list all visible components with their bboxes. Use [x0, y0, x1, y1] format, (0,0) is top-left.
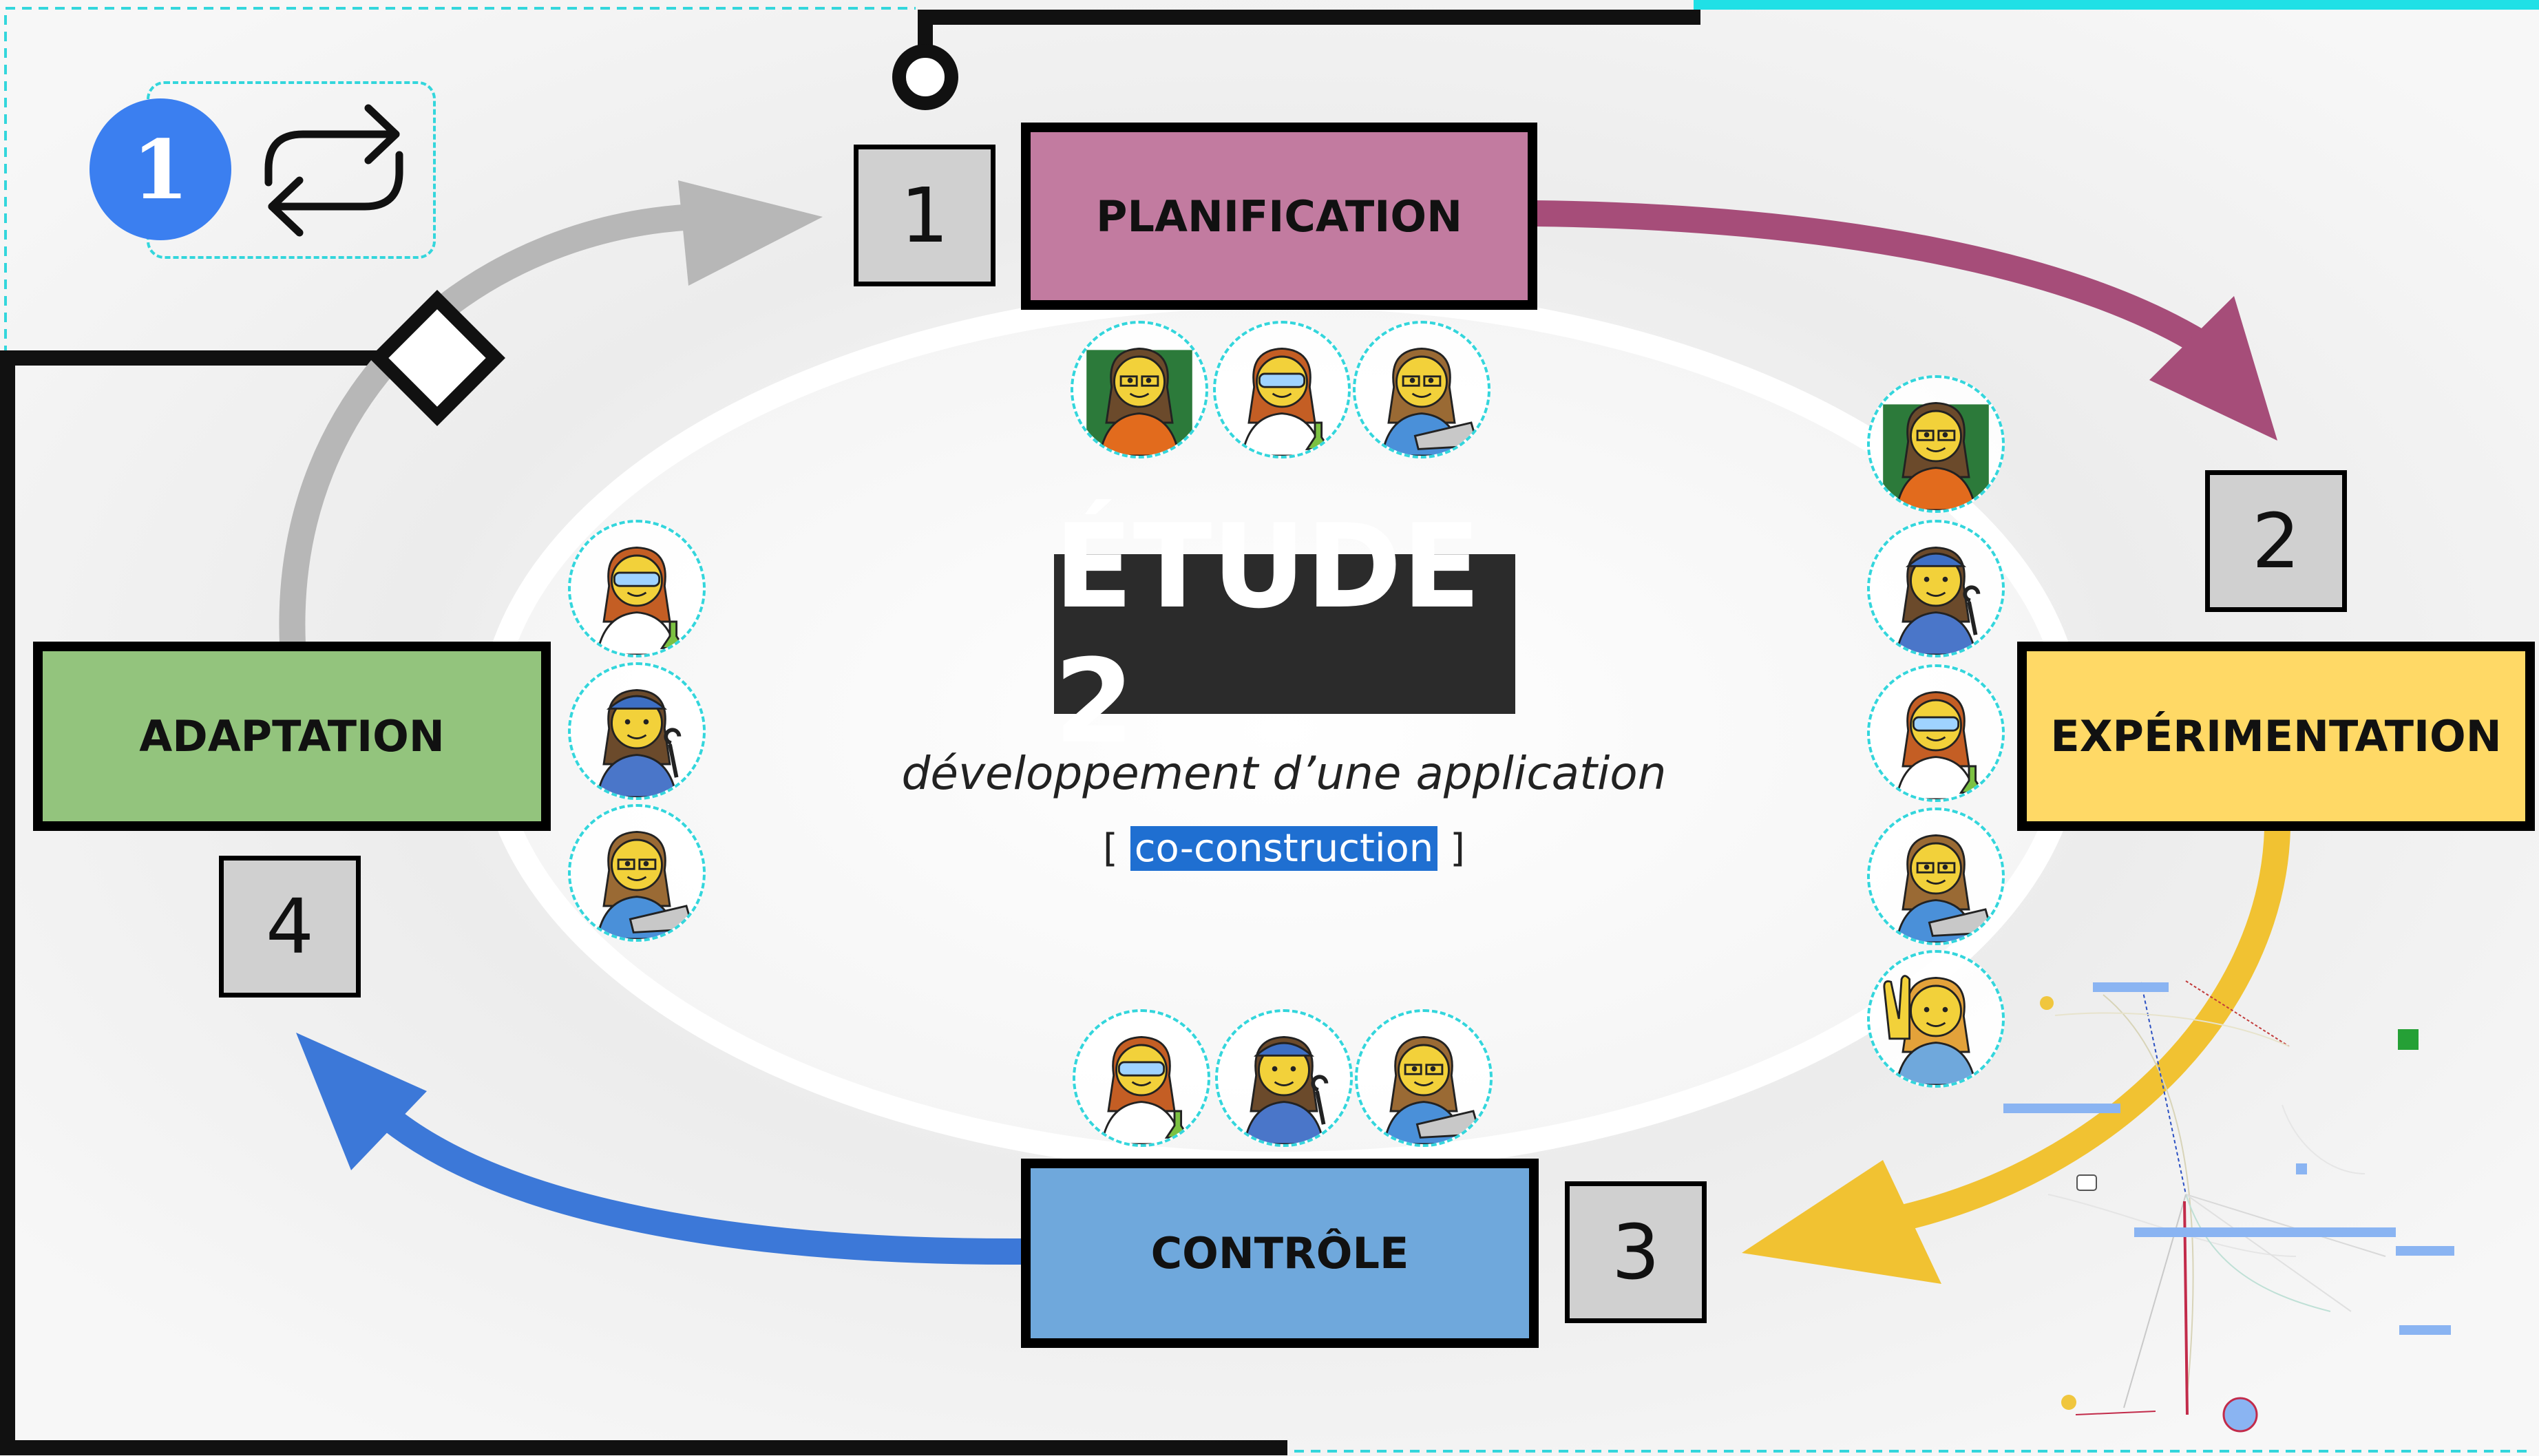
arrow-controle-to-adaptation — [372, 1102, 1039, 1265]
graph-node — [2396, 1246, 2454, 1256]
arrow-experimentation-to-controle — [1887, 816, 2290, 1232]
scientist-woman-icon — [568, 520, 706, 657]
teacher-woman-icon — [1071, 321, 1208, 458]
phase-label: EXPÉRIMENTATION — [2050, 711, 2502, 761]
step-number-badge: 1 — [89, 98, 231, 240]
phase-planification[interactable]: PLANIFICATION — [1021, 123, 1537, 310]
diamond-node-icon — [369, 290, 505, 426]
study-subtitle: développement d’une application — [901, 747, 1667, 800]
technologist-woman-icon — [1867, 808, 2005, 945]
scientist-woman-icon — [1213, 321, 1351, 458]
arrowhead-blue — [296, 1033, 427, 1170]
graph-node — [2093, 982, 2169, 992]
phase-label: PLANIFICATION — [1096, 191, 1462, 242]
phase-number-4: 4 — [219, 856, 361, 998]
phase-label: ADAPTATION — [139, 711, 445, 761]
technologist-woman-icon — [568, 804, 706, 942]
study-title: ÉTUDE 2 — [1054, 499, 1515, 769]
tagline-highlight: co-construction — [1130, 826, 1438, 871]
bracket-open: [ — [1103, 826, 1118, 871]
arrowhead-yellow — [1742, 1160, 1941, 1284]
interaction-graph-thumbnail — [2003, 980, 2454, 1433]
phase-controle[interactable]: CONTRÔLE — [1021, 1159, 1539, 1348]
repeat-arrows-icon — [264, 104, 403, 237]
graph-node — [2040, 996, 2054, 1010]
dashed-frame — [4, 7, 916, 355]
phase-adaptation[interactable]: ADAPTATION — [33, 642, 551, 831]
graph-node — [2003, 1104, 2120, 1113]
graph-node — [2222, 1397, 2258, 1433]
technologist-woman-icon — [1355, 1009, 1493, 1147]
technologist-woman-icon — [1353, 321, 1490, 458]
scientist-woman-icon — [1073, 1009, 1210, 1147]
phase-number-1: 1 — [854, 145, 995, 286]
study-tagline: [ co-construction ] — [1033, 826, 1535, 871]
teacher-woman-icon — [1867, 375, 2005, 513]
phase-number-3: 3 — [1565, 1181, 1707, 1323]
phase-number-2: 2 — [2205, 470, 2347, 612]
phase-experimentation[interactable]: EXPÉRIMENTATION — [2017, 642, 2535, 831]
graph-node — [2296, 1163, 2307, 1174]
arrowhead-gray — [678, 180, 823, 286]
graph-node — [2061, 1395, 2076, 1410]
circle-node-icon — [892, 44, 958, 110]
phase-label: CONTRÔLE — [1150, 1228, 1409, 1278]
mechanic-woman-icon — [1867, 520, 2005, 657]
arrow-planification-to-experimentation — [1522, 200, 2237, 371]
graph-node — [2399, 1325, 2451, 1335]
graph-node — [2398, 1029, 2419, 1050]
mechanic-woman-icon — [568, 662, 706, 800]
graph-node — [2134, 1227, 2396, 1237]
mechanic-woman-icon — [1215, 1009, 1353, 1147]
graph-node — [2076, 1174, 2097, 1191]
bracket-close: ] — [1450, 826, 1465, 871]
waving-woman-icon — [1867, 950, 2005, 1088]
timeline-connector-left — [0, 350, 1287, 1455]
arrowhead-purple — [2149, 296, 2277, 441]
scientist-woman-icon — [1867, 664, 2005, 802]
